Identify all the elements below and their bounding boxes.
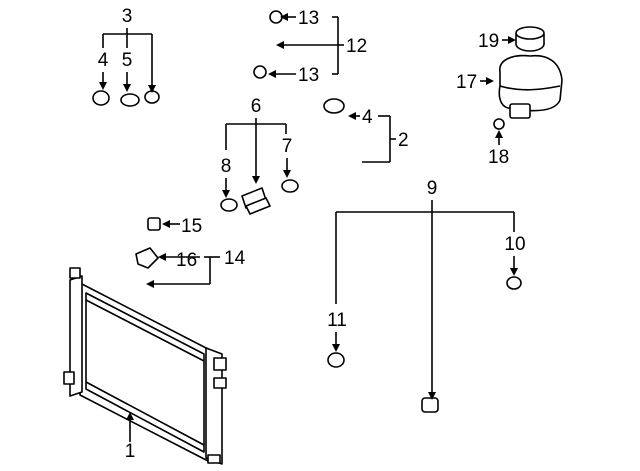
expansion-tank-cap [515,26,545,52]
callout-2: 2 [398,130,409,151]
callout-8: 8 [221,156,232,177]
radiator [63,267,227,465]
callout-11: 11 [327,310,347,331]
bypass-hose [238,7,283,79]
callout-13-bottom: 13 [298,65,319,86]
callout-19: 19 [478,31,499,52]
callout-9: 9 [427,178,438,199]
callout-10: 10 [504,234,525,255]
hose-coupler-set [220,179,299,215]
callout-14: 14 [224,248,246,269]
callout-18: 18 [488,147,509,168]
upper-radiator-hose [78,90,160,175]
heater-hose [310,98,361,181]
callout-16: 16 [176,250,197,271]
callout-4-right: 4 [362,107,373,128]
callout-7: 7 [282,136,293,157]
callout-1: 1 [125,441,136,462]
callout-6: 6 [251,96,262,117]
callout-13-top: 13 [298,8,319,29]
callout-12: 12 [346,36,367,57]
coolant-expansion-tank [493,54,563,130]
lower-radiator-hose [327,276,539,433]
radiator-inlet-hose [98,217,161,291]
callout-3: 3 [122,6,133,27]
callout-17: 17 [456,72,477,93]
callout-4-upper-left: 4 [98,50,109,71]
callout-15: 15 [181,216,202,237]
callout-5: 5 [122,50,133,71]
